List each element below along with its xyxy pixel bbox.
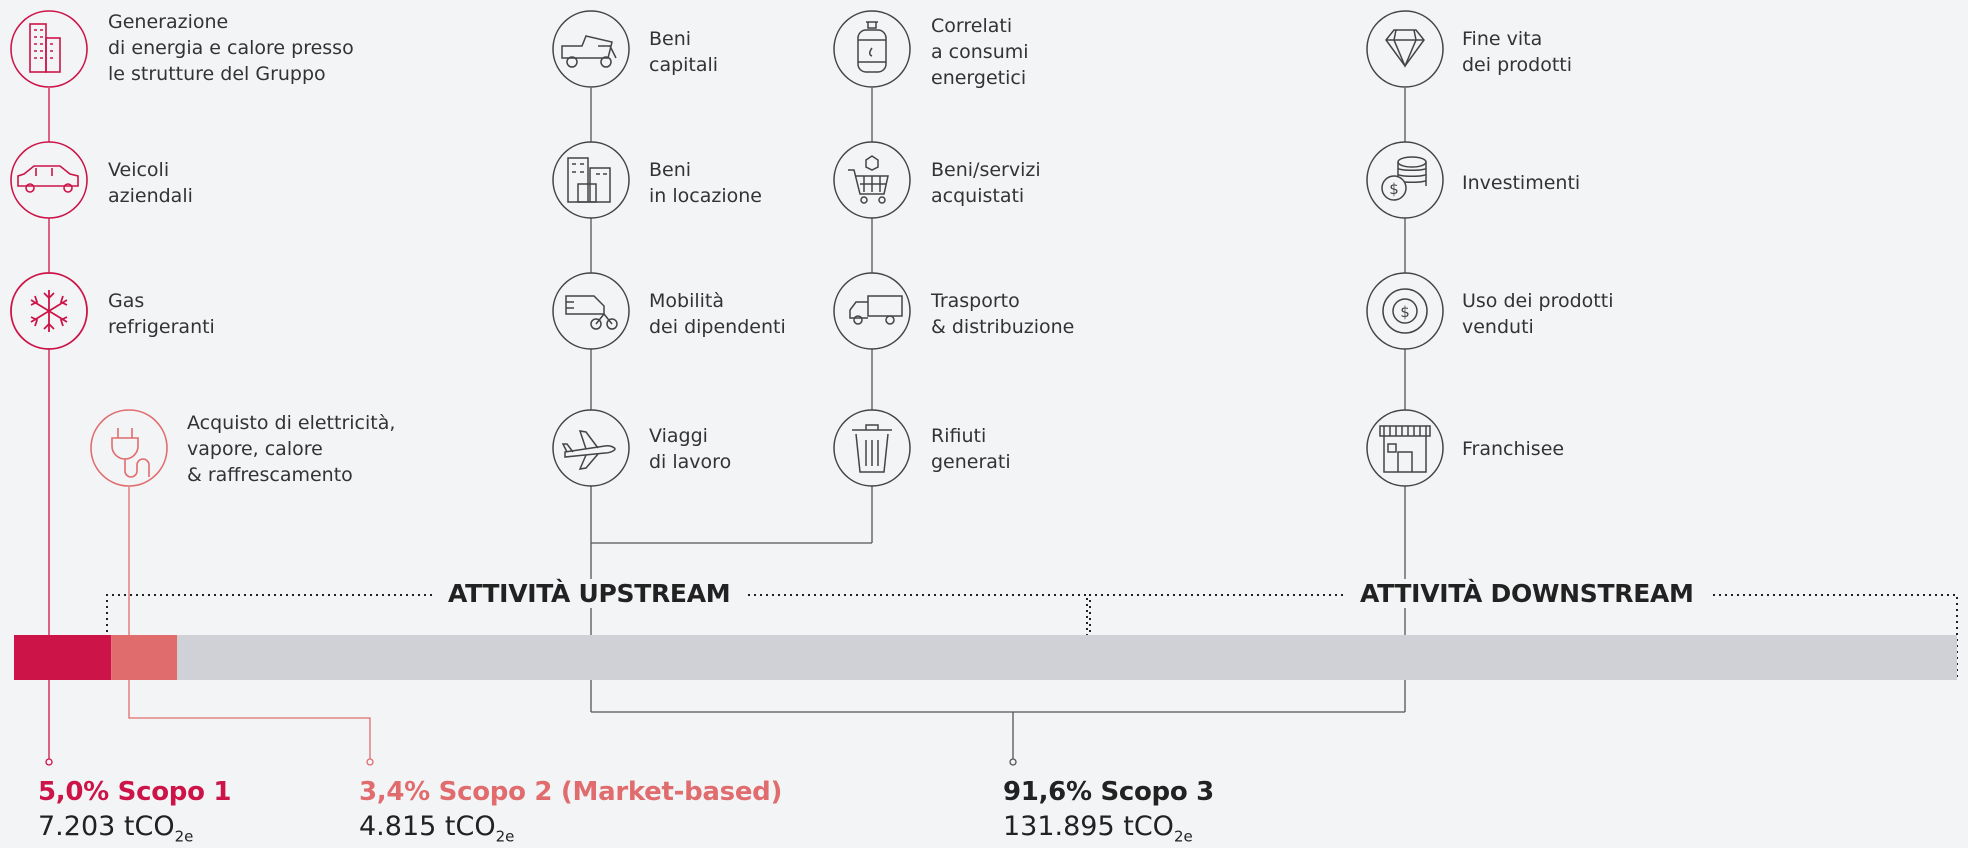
label-line: di lavoro (649, 451, 732, 473)
scope2-percent: 3,4% Scopo 2 (Market-based) (359, 777, 783, 807)
label-line: Acquisto di elettricità, (187, 412, 396, 434)
airplane-icon (552, 409, 630, 487)
svg-text:$: $ (1389, 180, 1399, 198)
label-line: Fine vita (1462, 28, 1543, 50)
label-end-of-life: Fine vita dei prodotti (1462, 26, 1572, 78)
trash-bin-icon (833, 409, 911, 487)
label-line: Mobilità (649, 290, 725, 312)
scope2-value: 4.815 tCO2e (359, 811, 514, 845)
scope1-value-text: 7.203 tCO (38, 811, 175, 842)
label-line: & raffrescamento (187, 464, 353, 486)
scope1-endpoint (45, 758, 53, 766)
scope1-percent: 5,0% Scopo 1 (38, 777, 232, 807)
scope1-label-vehicles: Veicoli aziendali (108, 157, 193, 209)
label-purchased-goods: Beni/servizi acquistati (931, 157, 1041, 209)
icon-circles: $ $ (10, 10, 1444, 487)
label-investments: Investimenti (1462, 170, 1580, 196)
scope1-value: 7.203 tCO2e (38, 811, 193, 845)
label-line: acquistati (931, 185, 1025, 207)
svg-text:$: $ (1400, 303, 1410, 321)
building-icon (10, 10, 88, 88)
label-line: generati (931, 451, 1011, 473)
truck-icon (833, 272, 911, 350)
scope1-label-refrigerants: Gas refrigeranti (108, 288, 215, 340)
gas-cylinder-icon (833, 10, 911, 88)
commute-icon (552, 272, 630, 350)
label-line: aziendali (108, 185, 193, 207)
label-line: Rifiuti (931, 425, 987, 447)
label-franchisee: Franchisee (1462, 436, 1564, 462)
label-line: Franchisee (1462, 438, 1565, 460)
dump-truck-icon (552, 10, 630, 88)
label-waste: Rifiuti generati (931, 423, 1011, 475)
downstream-title: ATTIVITÀ DOWNSTREAM (1344, 579, 1710, 608)
scope2-endpoint (366, 758, 374, 766)
label-line: energetici (931, 67, 1027, 89)
storefront-icon (1366, 409, 1444, 487)
scope2-value-text: 4.815 tCO (359, 811, 496, 842)
label-line: Uso dei prodotti (1462, 290, 1614, 312)
label-capital-goods: Beni capitali (649, 26, 718, 78)
plug-icon (90, 409, 168, 487)
label-line: & distribuzione (931, 316, 1075, 338)
scope2-label-electricity: Acquisto di elettricità, vapore, calore … (187, 410, 395, 488)
label-line: Beni/servizi (931, 159, 1041, 181)
label-line: dei dipendenti (649, 316, 786, 338)
label-line: Trasporto (931, 290, 1020, 312)
scope3-value-subscript: 2e (1173, 827, 1193, 846)
label-line: Investimenti (1462, 172, 1581, 194)
scope1-label-energy: Generazione di energia e calore presso l… (108, 9, 354, 87)
label-line: in locazione (649, 185, 762, 207)
scope3-bar-segment (177, 635, 1957, 680)
label-business-travel: Viaggi di lavoro (649, 423, 731, 475)
label-line: dei prodotti (1462, 54, 1573, 76)
label-line: venduti (1462, 316, 1534, 338)
scope2-bar-segment (111, 635, 178, 680)
diamond-icon (1366, 10, 1444, 88)
snowflake-icon (10, 272, 88, 350)
dollar-cycle-icon: $ (1366, 272, 1444, 350)
label-line: Beni (649, 159, 692, 181)
label-line: di energia e calore presso (108, 37, 354, 59)
scope3-value: 131.895 tCO2e (1003, 811, 1193, 845)
label-employee-commuting: Mobilità dei dipendenti (649, 288, 786, 340)
scope1-value-subscript: 2e (174, 827, 194, 846)
label-use-of-products: Uso dei prodotti venduti (1462, 288, 1613, 340)
label-fuel-energy: Correlati a consumi energetici (931, 13, 1029, 91)
label-line: a consumi (931, 41, 1029, 63)
scope3-endpoint (1009, 758, 1017, 766)
scope1-bar-segment (14, 635, 112, 680)
coins-icon: $ (1366, 141, 1444, 219)
label-transport-distribution: Trasporto & distribuzione (931, 288, 1074, 340)
scope3-percent: 91,6% Scopo 3 (1003, 777, 1214, 807)
scope2-value-subscript: 2e (495, 827, 515, 846)
label-line: Viaggi (649, 425, 708, 447)
emissions-bar (14, 635, 1957, 680)
label-line: Generazione (108, 11, 229, 33)
label-line: Beni (649, 28, 692, 50)
label-line: capitali (649, 54, 719, 76)
leased-building-icon (552, 141, 630, 219)
scope3-value-text: 131.895 tCO (1003, 811, 1174, 842)
car-icon (10, 141, 88, 219)
label-line: refrigeranti (108, 316, 215, 338)
shopping-cart-icon (833, 141, 911, 219)
label-line: Gas (108, 290, 145, 312)
label-line: Correlati (931, 15, 1013, 37)
label-line: le strutture del Gruppo (108, 63, 326, 85)
upstream-title: ATTIVITÀ UPSTREAM (432, 579, 747, 608)
label-leased-assets: Beni in locazione (649, 157, 762, 209)
label-line: vapore, calore (187, 438, 323, 460)
label-line: Veicoli (108, 159, 170, 181)
scope2-connector (128, 487, 371, 760)
